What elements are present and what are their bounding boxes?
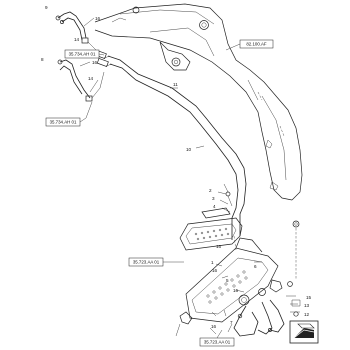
tube-fittings xyxy=(87,41,109,99)
callout-4: 4 xyxy=(213,204,216,209)
mount-bracket xyxy=(201,183,233,219)
callout-9-top: 9 xyxy=(45,5,48,10)
callout-16-bottom: 16 xyxy=(211,324,217,329)
book-icon xyxy=(289,320,319,344)
ref-hose-top-text: 35.734.AH 01 xyxy=(69,52,96,57)
callout-1: 1 xyxy=(211,260,214,265)
boom-arm xyxy=(94,3,303,201)
callout-5: 5 xyxy=(226,278,229,283)
shield-holes xyxy=(194,227,230,241)
ref-box-coupler-bottom: 35.723.AA 01 xyxy=(199,337,235,347)
callout-16-shield: 16 xyxy=(216,244,222,249)
callout-2: 2 xyxy=(209,188,212,193)
callout-6: 6 xyxy=(254,264,257,269)
callout-7: 7 xyxy=(230,320,233,325)
callout-16-top: 16 xyxy=(95,16,101,21)
plate-holes xyxy=(206,270,248,304)
callout-11: 11 xyxy=(173,82,178,87)
leader-lines xyxy=(79,17,300,337)
ref-box-coupler: 35.723.AA 01 xyxy=(128,257,164,267)
hose-loops xyxy=(233,299,285,337)
callout-16-lower: 16 xyxy=(233,288,239,293)
callout-16-mid: 16 xyxy=(92,60,98,65)
bolt-stack-right xyxy=(287,220,301,317)
callout-8-left: 8 xyxy=(41,57,44,62)
hose-assembly-upper xyxy=(55,11,89,44)
ref-box-boom: 82.100.AF xyxy=(239,39,274,49)
perforated-shield xyxy=(179,217,243,251)
ref-coupler-text: 35.723.AA 01 xyxy=(133,260,160,265)
callout-12: 12 xyxy=(304,312,310,317)
callout-labels: 9 16 14 8 16 14 11 10 2 3 4 16 1 16 5 16… xyxy=(41,5,312,329)
hose-assembly-lower xyxy=(57,59,93,102)
callout-16-plate: 16 xyxy=(212,268,218,273)
ref-box-hose-top: 35.734.AH 01 xyxy=(64,49,100,59)
coupler-plate xyxy=(179,237,283,325)
callout-14-top: 14 xyxy=(74,37,80,42)
callout-13: 13 xyxy=(304,303,310,308)
callout-10: 10 xyxy=(186,147,192,152)
callout-3: 3 xyxy=(212,196,215,201)
ref-box-hose-lower: 35.734.AH 01 xyxy=(45,117,81,127)
ref-hose-lower-text: 35.734.AH 01 xyxy=(50,120,77,125)
callout-14-mid: 14 xyxy=(88,76,94,81)
callout-15: 15 xyxy=(306,295,312,300)
ref-coupler-bottom-text: 35.723.AA 01 xyxy=(204,340,231,345)
ref-boom-text: 82.100.AF xyxy=(246,42,267,47)
